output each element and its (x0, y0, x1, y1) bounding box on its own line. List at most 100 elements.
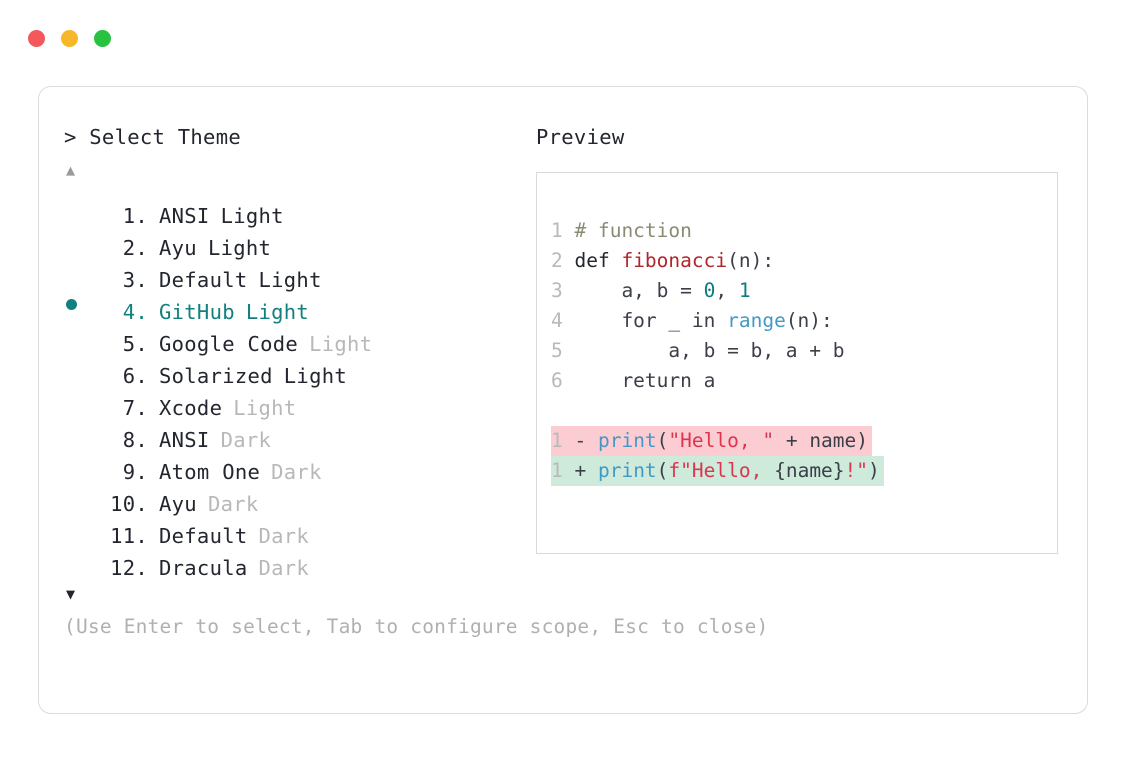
code-token: fibonacci (621, 249, 728, 272)
theme-name: Dracula (159, 556, 248, 580)
code-token: a, b = (574, 279, 704, 302)
theme-name: Google Code (159, 332, 299, 356)
theme-index: 4. (122, 300, 148, 324)
theme-variant: Light (207, 236, 272, 260)
code-token: , (715, 279, 739, 302)
theme-list-item[interactable]: 2. Ayu Light (64, 223, 534, 260)
selection-bullet-cell (64, 511, 98, 543)
selection-bullet-cell (64, 415, 98, 447)
window-controls (28, 30, 111, 47)
theme-index: 9. (122, 460, 148, 484)
theme-name: Atom One (159, 460, 261, 484)
theme-variant: Dark (220, 428, 272, 452)
selection-bullet-cell (64, 479, 98, 511)
selection-bullet-cell (64, 351, 98, 383)
theme-variant: Dark (258, 556, 310, 580)
code-token: range (727, 309, 786, 332)
theme-index: 11. (110, 524, 148, 548)
line-number: 5 (551, 339, 575, 362)
selection-bullet-cell (64, 319, 98, 351)
theme-list-item[interactable]: 11. Default Dark (64, 511, 534, 548)
theme-variant: Light (258, 268, 322, 292)
prompt-label: > Select Theme (64, 125, 241, 149)
theme-name: Solarized (159, 364, 273, 388)
code-token: print (597, 459, 657, 482)
selection-bullet-cell (64, 287, 98, 319)
code-token: "Hello, " (668, 429, 775, 452)
line-number: 2 (551, 249, 575, 272)
theme-index: 5. (122, 332, 148, 356)
theme-variant: Dark (207, 492, 259, 516)
minimize-dot[interactable] (61, 30, 78, 47)
theme-name: Ayu (159, 236, 197, 260)
code-token: print (597, 429, 657, 452)
line-number: 3 (551, 279, 575, 302)
diff-line-row: 1 + print(f"Hello, {name}!") (551, 456, 1057, 486)
code-token: return a (574, 369, 716, 392)
code-token: {name} (774, 459, 845, 482)
theme-variant: Light (309, 332, 373, 356)
maximize-dot[interactable] (94, 30, 111, 47)
selection-bullet-cell (64, 447, 98, 479)
code-token: # function (574, 219, 692, 242)
theme-list-item[interactable]: 1. ANSI Light (64, 191, 534, 228)
diff-added-line: 1 + print(f"Hello, {name}!") (551, 456, 884, 486)
close-dot[interactable] (28, 30, 45, 47)
code-line: 2 def fibonacci(n): (551, 246, 1057, 276)
code-token: ( (656, 429, 669, 452)
code-line: 5 a, b = b, a + b (551, 336, 1057, 366)
theme-index: 6. (122, 364, 148, 388)
code-token: def (574, 249, 622, 272)
selection-bullet-cell (64, 543, 98, 575)
code-token: 1 (738, 279, 751, 302)
code-token: (n): (727, 249, 775, 272)
selected-bullet-icon (66, 299, 77, 310)
code-token: 0 (703, 279, 716, 302)
code-line: 3 a, b = 0, 1 (551, 276, 1057, 306)
theme-index: 7. (122, 396, 148, 420)
selection-bullet-cell (64, 383, 98, 415)
theme-variant: Light (220, 204, 284, 228)
preview-label: Preview (536, 125, 625, 149)
diff-sign: + (574, 459, 598, 482)
line-number: 6 (551, 369, 575, 392)
theme-name: Xcode (159, 396, 223, 420)
diff-sign: - (574, 429, 598, 452)
line-number: 1 (551, 459, 575, 482)
code-token: (n): (785, 309, 833, 332)
line-number: 1 (551, 219, 575, 242)
code-line: 4 for _ in range(n): (551, 306, 1057, 336)
theme-name: Default (159, 268, 248, 292)
theme-index: 2. (122, 236, 148, 260)
theme-name: ANSI (159, 204, 210, 228)
theme-variant: Light (245, 300, 310, 324)
theme-name: Ayu (159, 492, 197, 516)
theme-name: Default (159, 524, 248, 548)
scroll-up-icon[interactable]: ▲ (66, 161, 76, 179)
theme-index: 8. (122, 428, 148, 452)
theme-list-item[interactable]: 5. Google Code Light (64, 319, 534, 356)
diff-removed-line: 1 - print("Hello, " + name) (551, 426, 873, 456)
code-token: ( (656, 459, 669, 482)
scroll-down-icon[interactable]: ▼ (66, 585, 76, 603)
theme-index: 1. (122, 204, 148, 228)
code-token: + name) (774, 429, 869, 452)
line-number: 4 (551, 309, 575, 332)
theme-variant: Dark (258, 524, 310, 548)
code-token: !" (844, 459, 869, 482)
selection-bullet-cell (64, 223, 98, 255)
diff-block: 1 - print("Hello, " + name)1 + print(f"H… (551, 426, 1057, 486)
